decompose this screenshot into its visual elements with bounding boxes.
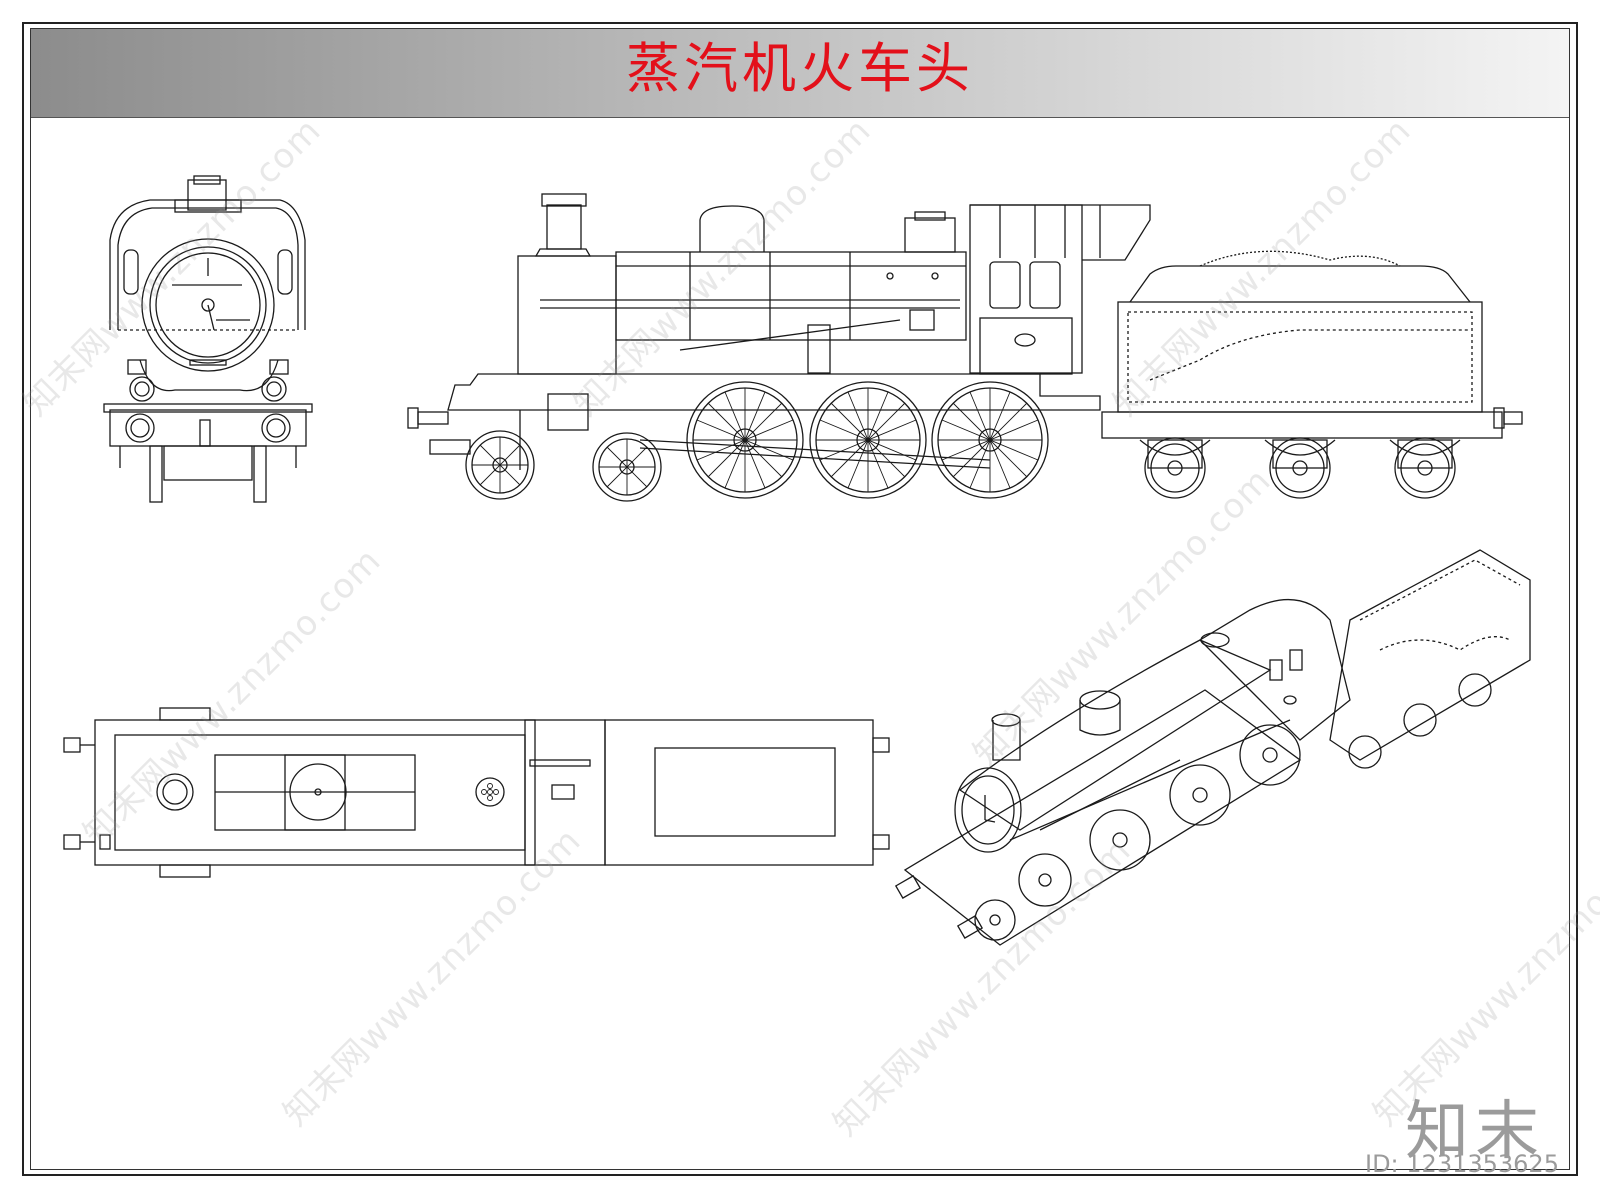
top-view [63, 707, 890, 878]
isometric-view [894, 549, 1531, 946]
page-title: 蒸汽机火车头 [626, 37, 974, 100]
asset-id: ID: 1231353625 [1365, 1150, 1559, 1178]
brand-logo: 知末 [1405, 1095, 1545, 1169]
drawing-sheet-border [22, 22, 1578, 1176]
title-banner: 蒸汽机火车头 [31, 29, 1569, 118]
side-view [407, 193, 1523, 502]
front-view [103, 175, 313, 503]
drawing-inner-frame [30, 28, 1570, 1170]
